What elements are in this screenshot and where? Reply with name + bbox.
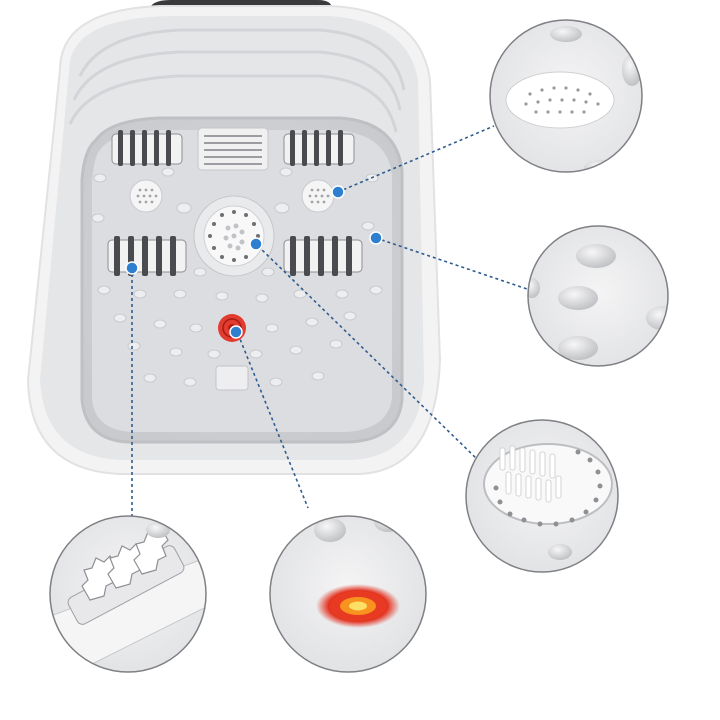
bubble-plate-left [129, 179, 163, 213]
vent-grill [197, 127, 269, 171]
bubble-plate-right [301, 179, 335, 213]
marker-infrared [229, 325, 243, 339]
roller-upper-right [283, 130, 355, 166]
callout-markers [125, 185, 383, 339]
roller-lower-right [283, 236, 363, 276]
callout-infrared-light [269, 515, 427, 673]
center-jet [193, 195, 275, 277]
connector-infrared [237, 333, 309, 509]
roller-icon [67, 529, 185, 625]
nodule-icon [528, 244, 668, 360]
marker-roller [125, 261, 139, 275]
drain-slot [215, 365, 249, 391]
connector-bubble-plate [337, 125, 495, 193]
marker-bubble-plate [331, 185, 345, 199]
rim-ridges [68, 28, 406, 133]
callout-bubble-plate [489, 19, 643, 173]
perforated-disc-icon [505, 71, 615, 129]
callout-center-jet [465, 419, 619, 573]
floor-nodules [91, 167, 383, 387]
roller-lower-left [107, 236, 187, 276]
callout-roller [49, 515, 207, 673]
roller-upper-left [111, 130, 183, 166]
callout-massage-nodules [527, 225, 669, 367]
foot-spa-basin [26, 0, 442, 475]
red-light-icon [316, 584, 400, 628]
callout-connectors [131, 125, 531, 518]
marker-center-jet [249, 237, 263, 251]
marker-nodules [369, 231, 383, 245]
